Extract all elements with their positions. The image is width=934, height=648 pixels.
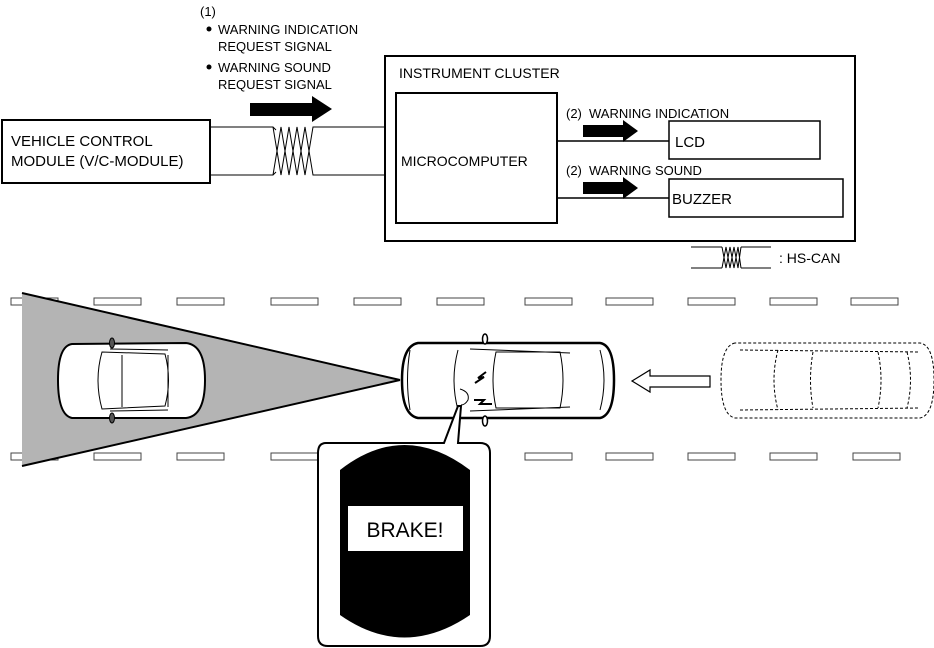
hs-can-legend-label: : HS-CAN xyxy=(779,250,840,266)
approach-arrow-icon xyxy=(630,368,711,394)
microcomputer-label: MICROCOMPUTER xyxy=(401,153,528,169)
brake-message: BRAKE! xyxy=(366,519,443,542)
lane-dash xyxy=(769,297,818,306)
lane-dash xyxy=(850,297,899,306)
lane-dash xyxy=(270,297,319,306)
lane-dash xyxy=(93,452,142,461)
signal-item-2-line2: REQUEST SIGNAL xyxy=(218,77,332,92)
bullet-icon xyxy=(206,64,212,70)
alert-spark-icon xyxy=(474,399,492,405)
output-2-arrow-icon xyxy=(583,177,638,199)
previous-position-vehicle xyxy=(720,342,934,419)
vcm-line2: MODULE (V/C-MODULE) xyxy=(11,153,184,170)
lane-dash xyxy=(176,452,225,461)
instrument-cluster-title: INSTRUMENT CLUSTER xyxy=(399,65,560,81)
lane-dash xyxy=(605,452,654,461)
microcomputer-box xyxy=(395,92,558,224)
brake-message-box xyxy=(348,506,463,551)
vcm-line1: VEHICLE CONTROL xyxy=(11,133,153,150)
instrument-cluster-box: INSTRUMENT CLUSTER MICROCOMPUTER (2) WAR… xyxy=(384,55,856,242)
signal-item-1-line1: WARNING INDICATION xyxy=(218,22,358,37)
lane-dash xyxy=(353,297,402,306)
bullet-icon xyxy=(206,26,212,32)
lane-dash xyxy=(93,297,142,306)
radar-detection-zone xyxy=(22,293,400,466)
lane-dash xyxy=(769,452,818,461)
own-vehicle xyxy=(400,333,616,427)
output-2-label: WARNING SOUND xyxy=(589,163,702,178)
lane-dash xyxy=(687,452,736,461)
twisted-pair-icon xyxy=(691,246,771,269)
hs-can-legend: : HS-CAN xyxy=(691,246,840,269)
lane-dash xyxy=(524,297,573,306)
cluster-display-callout: BRAKE! xyxy=(317,405,491,647)
output-2-number: (2) xyxy=(566,163,582,178)
lane-dash xyxy=(270,452,319,461)
signal-number: (1) xyxy=(200,4,216,19)
output-1-number: (2) xyxy=(566,106,582,121)
buzzer-box xyxy=(668,178,844,218)
lcd-label: LCD xyxy=(675,134,705,151)
lcd-box xyxy=(668,120,821,160)
alert-spark-icon xyxy=(474,371,487,384)
lane-dash xyxy=(605,297,654,306)
output-1-label: WARNING INDICATION xyxy=(589,106,729,121)
vehicle-ahead xyxy=(56,337,207,424)
signal-label-group: (1) WARNING INDICATION REQUEST SIGNAL WA… xyxy=(200,4,358,122)
lane-dash xyxy=(852,452,901,461)
buzzer-label: BUZZER xyxy=(672,191,732,208)
lane-dash xyxy=(687,297,736,306)
lane-marking-top xyxy=(10,297,899,306)
signal-item-2-line1: WARNING SOUND xyxy=(218,60,331,75)
lane-dash xyxy=(436,297,485,306)
signal-item-1-line2: REQUEST SIGNAL xyxy=(218,39,332,54)
vehicle-control-module-box: VEHICLE CONTROL MODULE (V/C-MODULE) xyxy=(1,119,211,184)
lane-dash xyxy=(524,452,573,461)
output-1-arrow-icon xyxy=(583,120,638,142)
hs-can-bus xyxy=(210,126,384,176)
signal-arrow-icon xyxy=(250,96,332,122)
lane-dash xyxy=(176,297,225,306)
